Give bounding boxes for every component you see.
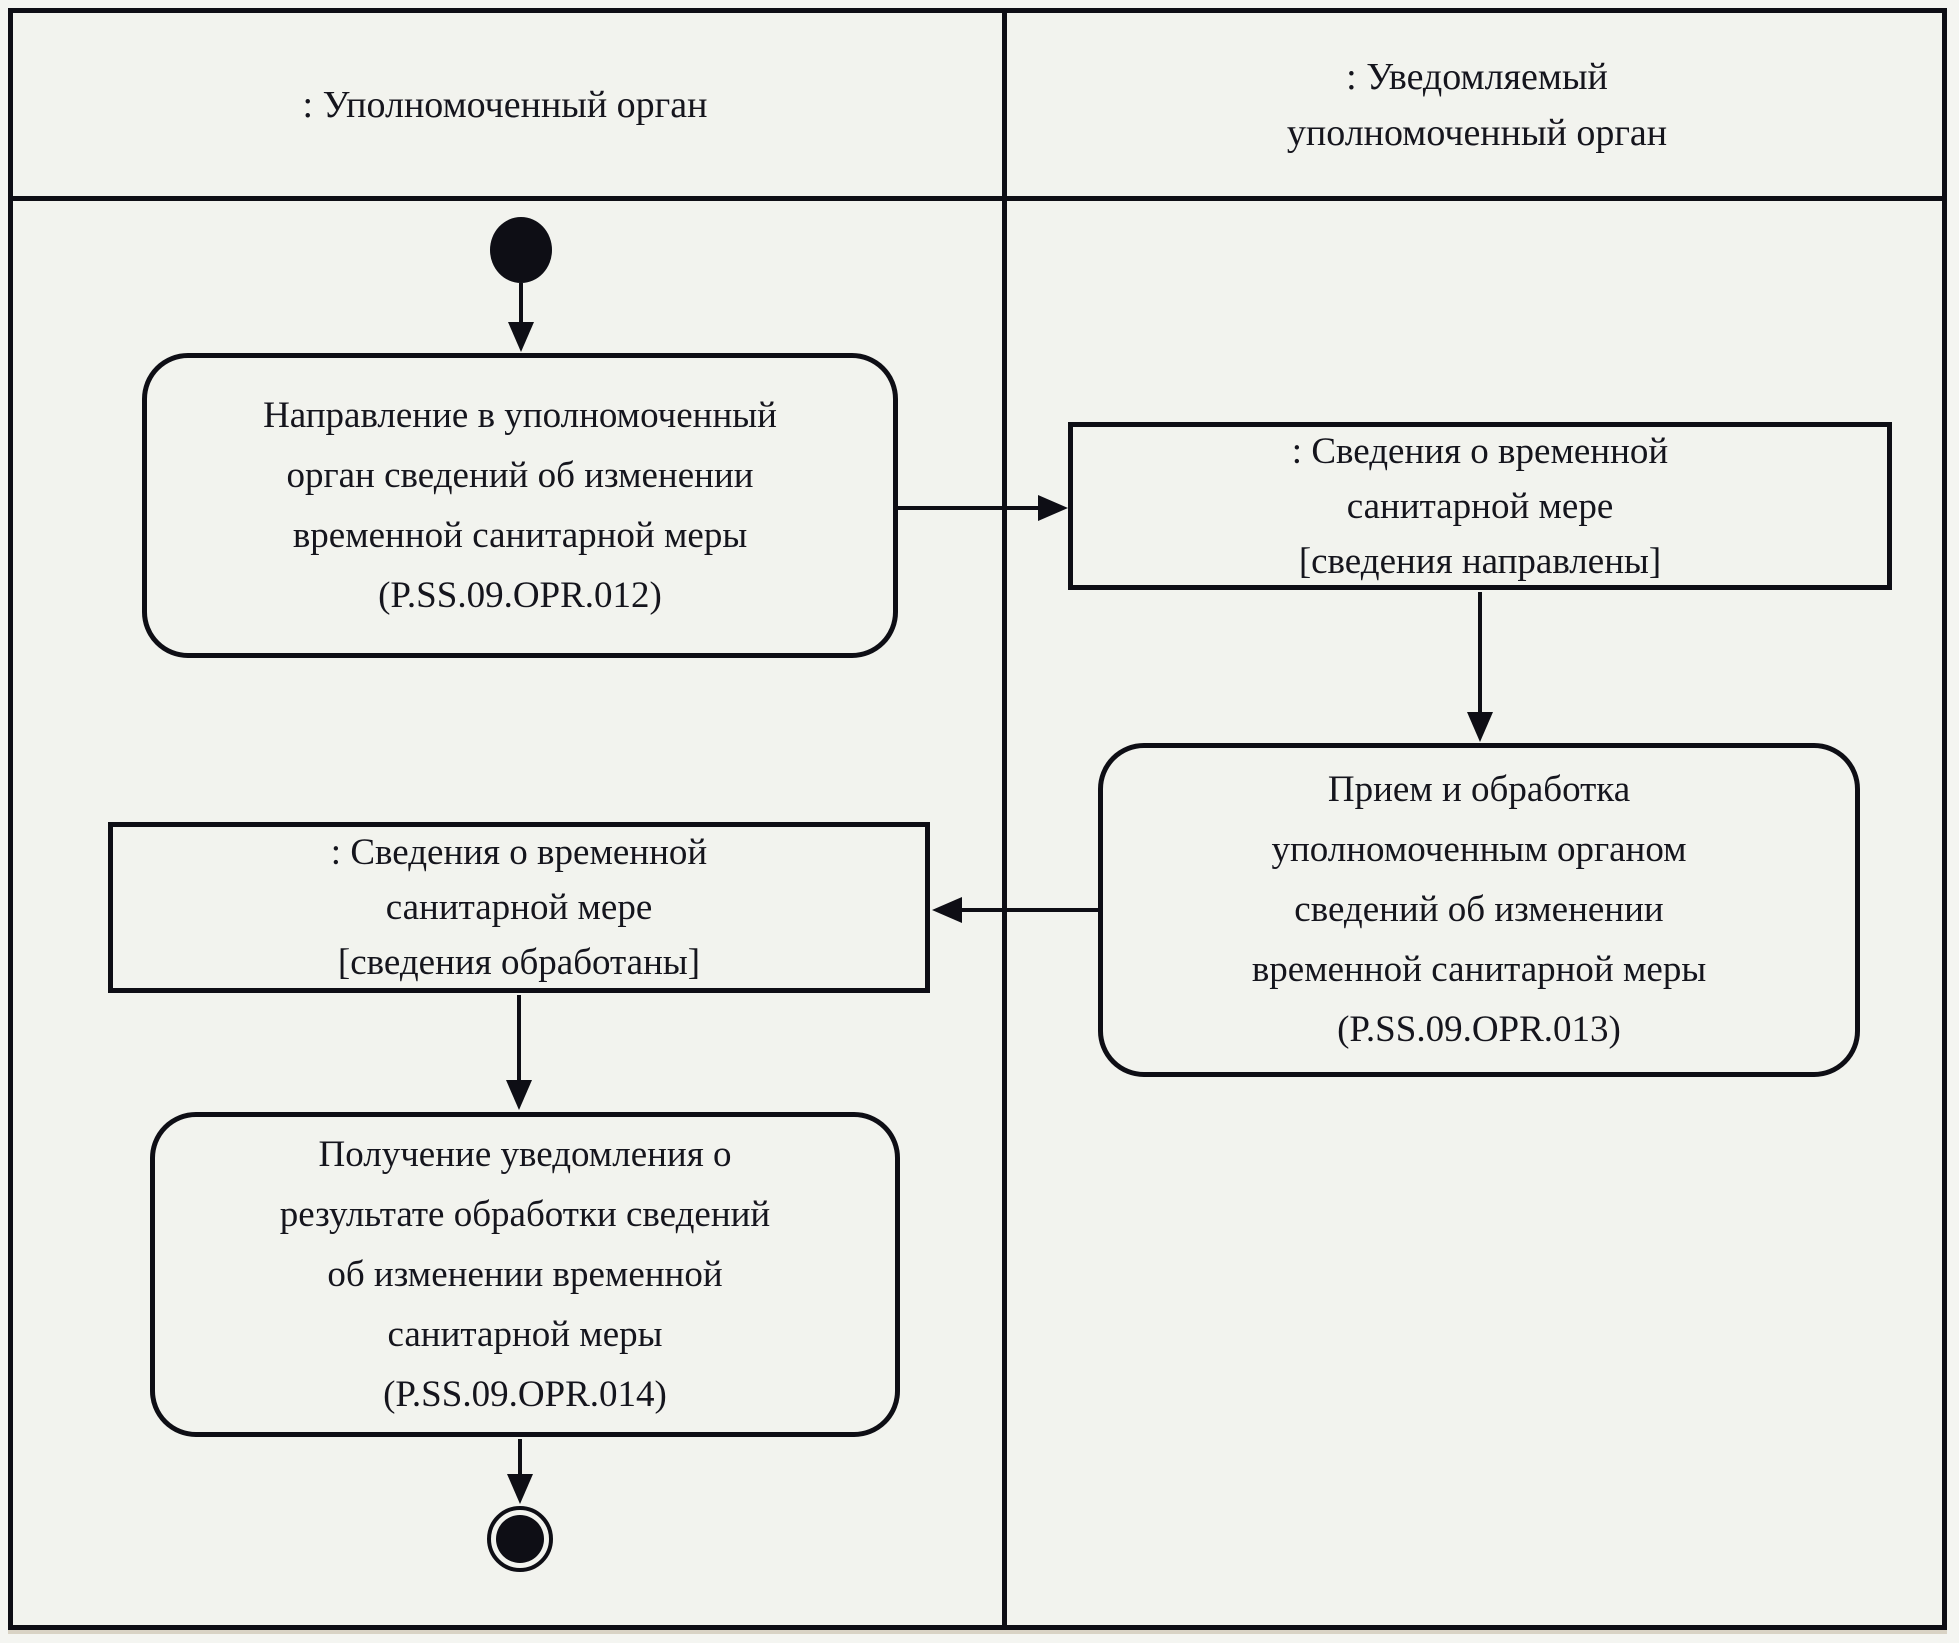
lane-divider-line bbox=[1002, 8, 1007, 1630]
object-sanitary-measure-info-processed: : Сведения о временной санитарной мере [… bbox=[108, 822, 930, 993]
header-separator-line bbox=[8, 196, 1947, 201]
activity-receive-processing-result-014: Получение уведомления о результате обраб… bbox=[150, 1112, 900, 1437]
activity-send-sanitary-measure-change-012: Направление в уполномоченный орган сведе… bbox=[142, 353, 898, 658]
lane-header-notified-authorized-body: : Уведомляемый уполномоченный орган bbox=[1286, 55, 1668, 154]
activity-receive-process-change-013: Прием и обработка уполномоченным органом… bbox=[1098, 743, 1860, 1077]
lane-header-authorized-body: : Уполномоченный орган bbox=[302, 83, 708, 126]
object-sanitary-measure-info-sent: : Сведения о временной санитарной мере [… bbox=[1068, 422, 1892, 590]
